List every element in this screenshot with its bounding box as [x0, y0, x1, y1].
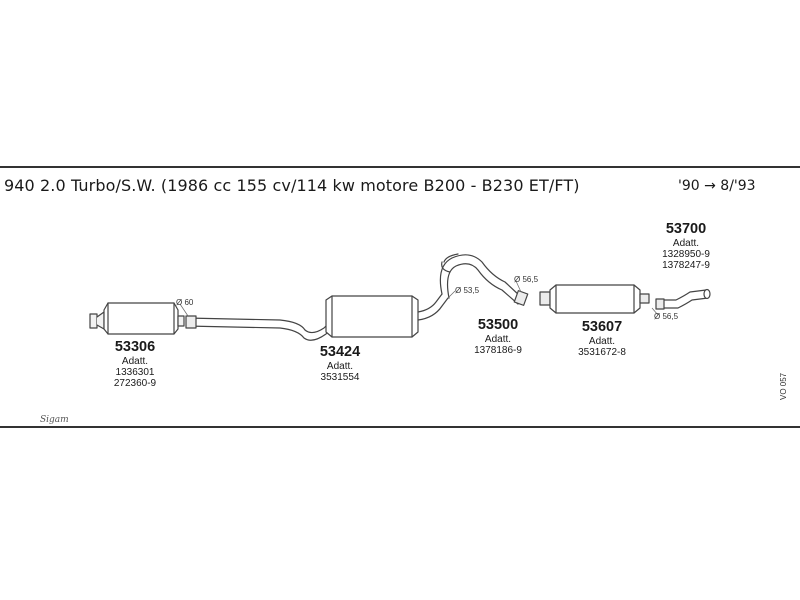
- diameter-label: Ø 53,5: [455, 286, 480, 295]
- part-code: 53306: [114, 339, 156, 355]
- part-ref: 1378247-9: [662, 259, 710, 271]
- brand-logo: Sigam: [40, 415, 69, 425]
- tailpipe-53700: [655, 288, 711, 310]
- muffler-53607: [539, 284, 650, 314]
- pipe-53424: [185, 315, 331, 341]
- part-label: Adatt.: [672, 237, 700, 249]
- muffler-53306: [89, 302, 185, 335]
- part-code: 53700: [665, 221, 707, 237]
- part-53424: 53424 Adatt. 3531554: [300, 344, 380, 383]
- top-border: [0, 166, 800, 168]
- part-ref: 1378186-9: [474, 344, 522, 356]
- part-ref: 272360-9: [113, 377, 157, 389]
- date-range: '90 → 8/'93: [678, 178, 756, 194]
- part-53700: 53700 Adatt. 1328950-9 1378247-9: [646, 221, 726, 271]
- part-label: Adatt.: [484, 333, 512, 345]
- part-53306: 53306 Adatt. 1336301 272360-9: [95, 339, 175, 389]
- part-ref: 1336301: [115, 366, 155, 378]
- part-53500: 53500 Adatt. 1378186-9: [458, 317, 538, 356]
- part-label: Adatt.: [326, 360, 354, 372]
- diagram-title: 940 2.0 Turbo/S.W. (1986 cc 155 cv/114 k…: [4, 176, 580, 195]
- part-code: 53607: [581, 319, 623, 335]
- muffler-53424: [325, 293, 449, 338]
- diameter-label: Ø 56,5: [654, 312, 679, 321]
- part-ref: 1328950-9: [662, 248, 710, 260]
- part-ref: 3531554: [320, 371, 360, 383]
- diameter-label: Ø 60: [176, 298, 194, 307]
- part-label: Adatt.: [588, 335, 616, 347]
- pipe-53500: [439, 253, 529, 306]
- part-ref: 3531672-8: [578, 346, 626, 358]
- part-label: Adatt.: [121, 355, 149, 367]
- bottom-border: [0, 426, 800, 428]
- part-53607: 53607 Adatt. 3531672-8: [562, 319, 642, 358]
- drawing-reference: VO 057: [779, 372, 788, 400]
- diameter-label: Ø 56,5: [514, 275, 539, 284]
- part-code: 53500: [477, 317, 519, 333]
- part-code: 53424: [319, 344, 361, 360]
